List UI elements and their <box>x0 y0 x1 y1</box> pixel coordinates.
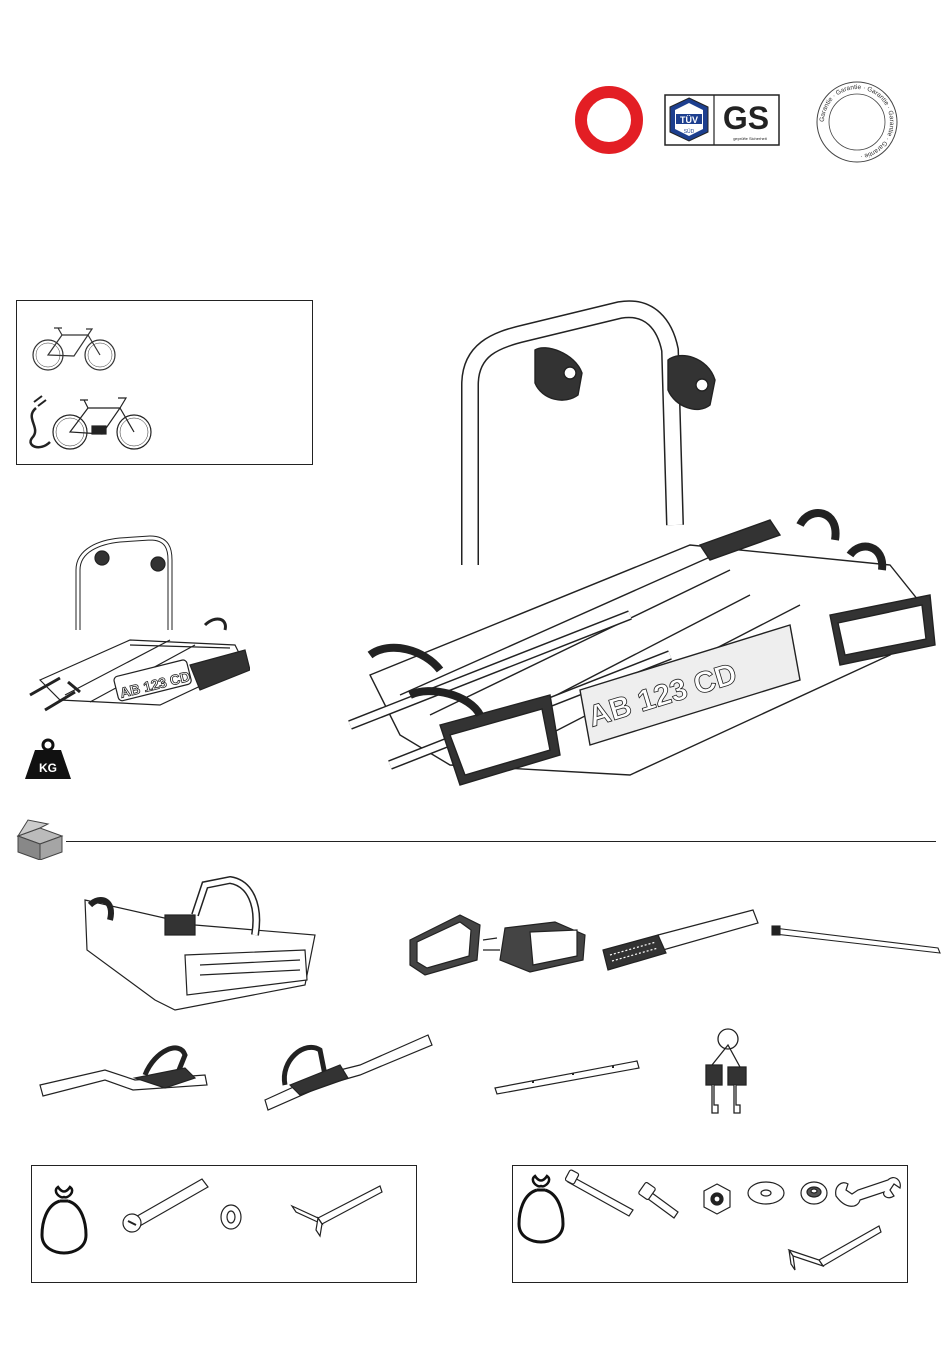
parts-bag-icon <box>38 1183 90 1255</box>
spacer-washer-icon <box>798 1176 830 1210</box>
tuv-sub-label: SÜD <box>684 128 695 135</box>
weight-label: KG <box>39 761 57 775</box>
allen-key-icon <box>288 1182 384 1238</box>
gs-caption: geprüfte Sicherheit <box>733 136 767 141</box>
guarantee-seal-icon: Garantie · Garantie · Garantie · Garanti… <box>815 80 899 164</box>
bolt-long-icon <box>118 1175 213 1235</box>
washer-large-icon <box>745 1178 787 1208</box>
hex-nut-icon <box>700 1182 734 1216</box>
tuv-label: TÜV <box>680 115 698 125</box>
weight-icon: KG <box>23 738 73 780</box>
wrench-icon <box>832 1170 904 1214</box>
bicycle-icon <box>30 320 120 374</box>
part-flat-rail <box>492 1058 642 1098</box>
part-extension-bar <box>598 905 763 975</box>
allen-key-large-icon <box>785 1222 883 1278</box>
tuv-gs-certification-badge: TÜV SÜD GS geprüfte Sicherheit <box>664 94 780 146</box>
section-divider-line <box>66 841 936 842</box>
bolt-short-icon <box>638 1180 682 1220</box>
gs-label: GS <box>723 100 769 136</box>
bolt-long-icon <box>565 1168 637 1218</box>
part-wheel-rail-left <box>35 1030 210 1100</box>
carrier-main-illustration: AB 123 CD <box>330 295 940 795</box>
speed-limit-sign-icon <box>574 85 644 155</box>
part-folded-carrier <box>75 875 325 1015</box>
package-box-icon <box>14 818 66 860</box>
ebike-plug-icon <box>22 390 162 456</box>
part-wheel-rail-right <box>260 1030 435 1115</box>
part-cable-tie <box>770 922 945 958</box>
carrier-small-illustration: AB 123 CD <box>20 530 250 720</box>
keys-icon <box>700 1025 750 1120</box>
part-tail-light-pair <box>405 910 590 980</box>
parts-bag-icon <box>515 1172 567 1244</box>
washer-icon <box>218 1203 244 1231</box>
